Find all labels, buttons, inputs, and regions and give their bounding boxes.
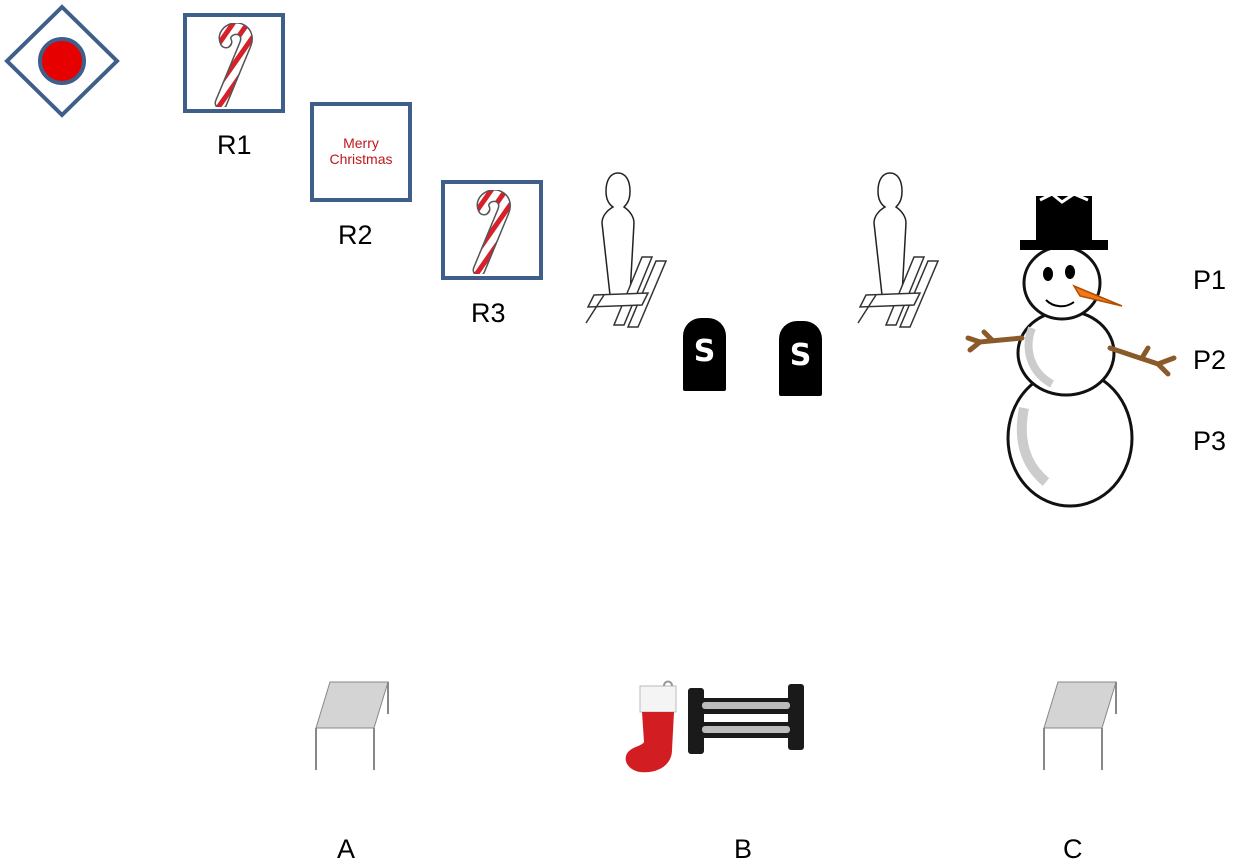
candy-cane-icon	[472, 190, 511, 274]
r2-label: R2	[338, 220, 373, 250]
stocking-icon	[625, 680, 677, 773]
snowman-position-p1: P1	[1193, 265, 1227, 295]
card-line-1: Merry	[343, 135, 379, 151]
snowman-position-p2: P2	[1193, 345, 1227, 375]
table-icon	[1043, 681, 1117, 770]
snowman-icon	[965, 192, 1177, 508]
candy-cane-icon	[214, 23, 253, 107]
steel-target-icon: S	[779, 321, 822, 396]
silhouette-target-icon	[585, 172, 668, 328]
r3-label: R3	[471, 298, 506, 328]
steel-letter: S	[693, 334, 716, 369]
station-b-label: B	[734, 834, 753, 864]
steel-target-icon: S	[683, 318, 726, 391]
station-c-label: C	[1063, 834, 1083, 864]
r3-target-frame	[441, 180, 543, 280]
r1-label: R1	[217, 130, 252, 160]
silhouette-target-icon	[857, 172, 940, 328]
barricade-icon	[688, 684, 804, 754]
steel-letter: S	[789, 338, 812, 373]
card-line-2: Christmas	[329, 151, 393, 167]
r2-target-frame: Merry Christmas	[310, 102, 412, 202]
r1-target-frame	[183, 13, 285, 113]
diamond-target-icon	[3, 3, 121, 119]
table-icon	[315, 681, 389, 770]
station-a-label: A	[337, 834, 356, 864]
snowman-position-p3: P3	[1193, 426, 1227, 456]
merry-christmas-card-icon: Merry Christmas	[314, 136, 408, 170]
